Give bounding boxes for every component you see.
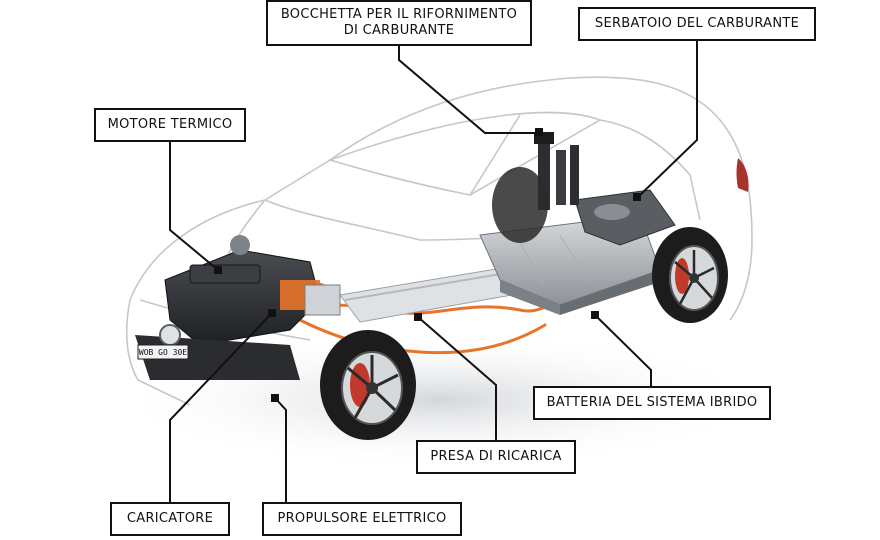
callout-engine: MOTORE TERMICO	[94, 108, 246, 142]
callout-fuel-tank-label: SERBATOIO DEL CARBURANTE	[594, 16, 800, 31]
far-rear-wheel	[492, 167, 548, 243]
callout-electric-motor-label: PROPULSORE ELETTRICO	[277, 511, 447, 526]
callout-battery-label: BATTERIA DEL SISTEMA IBRIDO	[546, 395, 758, 410]
callout-charger-label: CARICATORE	[126, 511, 214, 526]
tail-light	[736, 158, 749, 192]
callout-fuel-inlet-line1: BOCCHETTA PER IL RIFORNIMENTO	[280, 7, 518, 22]
callout-electric-motor: PROPULSORE ELETTRICO	[262, 502, 462, 536]
rear-wheel	[652, 227, 728, 323]
callout-engine-label: MOTORE TERMICO	[107, 117, 233, 132]
callout-fuel-inlet: BOCCHETTA PER IL RIFORNIMENTO DI CARBURA…	[266, 0, 532, 46]
callout-charger: CARICATORE	[110, 502, 230, 536]
callout-fuel-inlet-line2: DI CARBURANTE	[343, 23, 455, 38]
callout-fuel-tank: SERBATOIO DEL CARBURANTE	[578, 7, 816, 41]
fuel-tank	[574, 189, 676, 246]
callout-battery: BATTERIA DEL SISTEMA IBRIDO	[533, 386, 771, 420]
licence-plate: WOB GO 30E	[137, 344, 189, 360]
leader-lines	[169, 41, 698, 502]
combustion-engine	[164, 235, 341, 346]
front-wheel	[320, 330, 416, 440]
leader-endpoints	[214, 128, 641, 402]
callout-charging-socket-label: PRESA DI RICARICA	[430, 449, 562, 464]
callout-charging-socket: PRESA DI RICARICA	[416, 440, 576, 474]
licence-plate-text: WOB GO 30E	[139, 348, 187, 357]
